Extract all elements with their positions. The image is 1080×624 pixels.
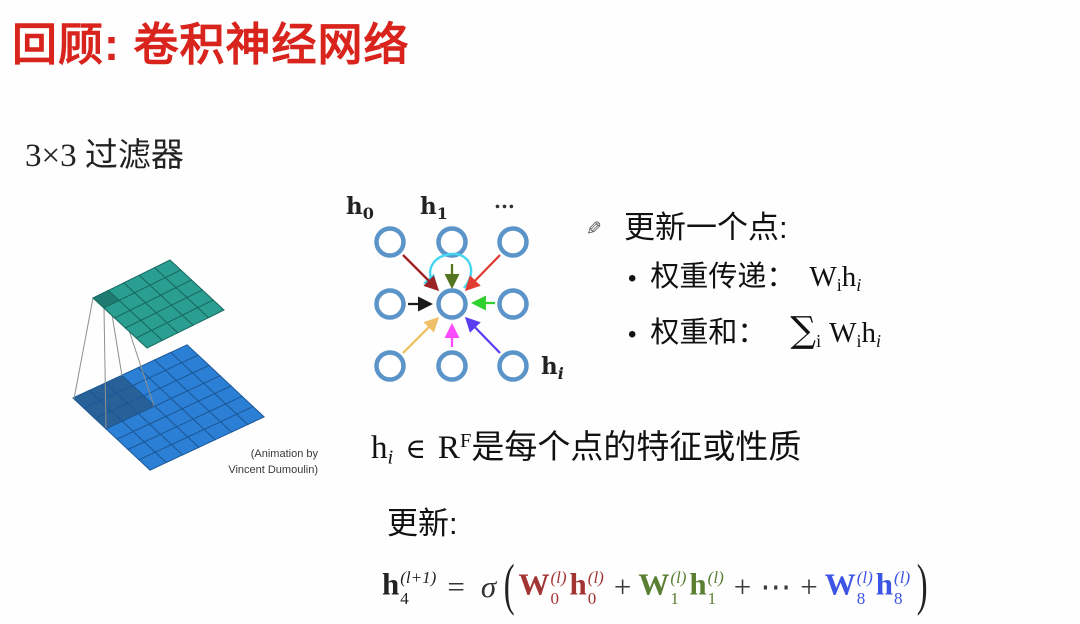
node-circle — [497, 350, 529, 382]
feature-description: hi∈RF是每个点的特征或性质 — [371, 428, 802, 469]
element-of-symbol: ∈ — [405, 432, 426, 465]
close-paren: ) — [916, 551, 928, 617]
pencil-icon: ✎ — [586, 219, 602, 240]
input-grid — [73, 345, 264, 470]
plus-sign: + — [800, 569, 818, 604]
formula-lhs: h(l+1)4 — [382, 566, 437, 608]
node-circle — [374, 226, 406, 258]
bullet-dot: • — [628, 265, 637, 292]
update-label: 更新: — [387, 506, 458, 541]
node-label-h0: h0 — [346, 193, 374, 223]
bullet-dot: • — [628, 321, 637, 348]
bullet-label: 权重和： — [650, 317, 767, 349]
node-label-h1: h1 — [420, 193, 448, 223]
equals-sign: = — [447, 569, 465, 604]
node-label-dots: ... — [494, 189, 515, 213]
note-heading: 更新一个点: — [624, 210, 788, 245]
convolution-animation-figure — [55, 245, 330, 485]
edge-arrow-bottom-right — [464, 316, 501, 354]
cdots: ⋯ — [760, 569, 792, 604]
bullet-math: Wihi — [809, 261, 862, 296]
page-title: 回顾: 卷积神经网络 — [12, 19, 410, 70]
filter-size-label: 3×3 过滤器 — [25, 138, 184, 174]
node-circle — [374, 350, 406, 382]
attribution-line: Vincent Dumoulin) — [228, 463, 318, 476]
edge-arrow-top-right — [464, 254, 501, 292]
bullet-label: 权重传递： — [650, 261, 796, 293]
node-circle — [497, 288, 529, 320]
attribution-line: (Animation by — [250, 448, 318, 460]
node-circle-center — [436, 288, 468, 320]
self-loop-arrow — [423, 252, 473, 290]
sigma-symbol: σ — [480, 569, 497, 604]
bullet-weight-transfer: • 权重传递： Wihi — [628, 253, 861, 296]
open-paren: ( — [503, 551, 515, 617]
node-circle — [497, 226, 529, 258]
output-grid — [93, 260, 224, 348]
neighborhood-diagram: h0 h1 ... hi — [346, 189, 564, 383]
node-circle — [436, 226, 468, 258]
node-label-hi: hi — [541, 353, 564, 383]
plus-sign: + — [613, 569, 632, 604]
node-circle — [374, 288, 406, 320]
edge-arrow-top-left — [402, 254, 440, 292]
edge-arrow-bottom-left — [402, 316, 440, 354]
figure-attribution: (Animation by Vincent Dumoulin) — [210, 447, 318, 479]
feature-text: 是每个点的特征或性质 — [471, 428, 802, 465]
plus-sign: + — [733, 569, 752, 604]
node-circles — [374, 226, 529, 382]
edge-arrows — [402, 254, 501, 354]
node-circle — [436, 350, 468, 382]
